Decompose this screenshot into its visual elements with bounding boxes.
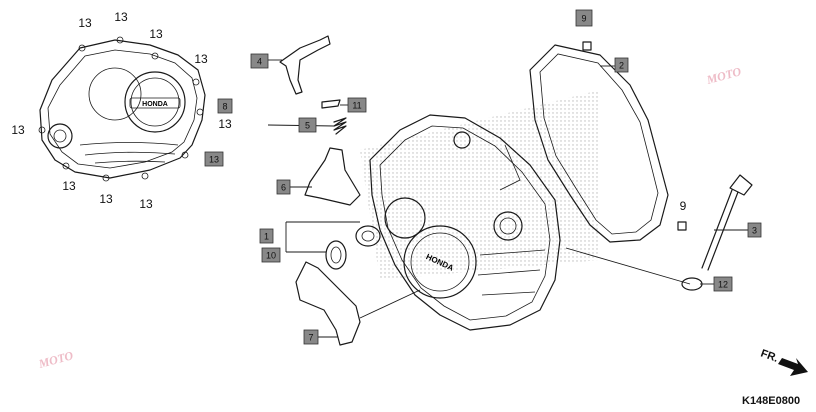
clutch-cover-outer: HONDA — [38, 36, 206, 182]
part-3-dipstick — [701, 174, 753, 271]
part-5-spring — [333, 117, 347, 135]
callout-1-label: 1 — [264, 232, 269, 242]
callout-9-label: 9 — [581, 14, 586, 24]
front-direction-label: FR. — [759, 348, 780, 365]
front-arrow-icon — [778, 358, 808, 376]
callout-11-label: 11 — [352, 101, 361, 111]
callout-1: 1 — [259, 228, 274, 244]
number-13e: 13 — [218, 117, 232, 131]
callout-7-label: 7 — [308, 333, 313, 343]
callout-10: 10 — [261, 247, 281, 263]
number-13f: 13 — [11, 123, 25, 137]
part-12-o-ring — [681, 277, 703, 291]
part-7-guide — [295, 261, 361, 346]
number-13d: 13 — [194, 52, 208, 66]
callout-3: 3 — [747, 222, 762, 238]
number-13i: 13 — [139, 197, 153, 211]
leader-lines — [267, 59, 748, 338]
part-6-bracket — [304, 147, 361, 206]
callout-3-label: 3 — [752, 226, 757, 236]
callout-4: 4 — [250, 53, 269, 69]
front-direction-indicator: FR. — [759, 348, 808, 376]
callout-11: 11 — [347, 97, 367, 113]
watermark-text-top: MOTO — [704, 64, 743, 87]
callout-7: 7 — [303, 329, 319, 345]
callout-13: 13 — [204, 151, 224, 167]
callout-4-label: 4 — [257, 57, 262, 67]
watermark-text-bottom: MOTO — [36, 348, 75, 371]
part-4-arm — [279, 35, 331, 95]
watermark-top-right: MOTO — [704, 64, 743, 87]
callout-12-label: 12 — [718, 280, 728, 290]
callout-9: 9 — [575, 9, 593, 27]
number-13h: 13 — [99, 192, 113, 206]
callout-6: 6 — [276, 179, 291, 195]
number-13c: 13 — [149, 27, 163, 41]
right-crankcase-cover: HONDA — [369, 114, 561, 331]
callout-13-label: 13 — [209, 155, 219, 165]
diagram-code: K148E0800 — [742, 395, 800, 407]
number-13a: 13 — [78, 16, 92, 30]
number-13b: 13 — [114, 10, 128, 24]
callout-12: 12 — [713, 276, 733, 292]
callout-2-label: 2 — [619, 61, 624, 71]
callout-6-label: 6 — [281, 183, 286, 193]
number-9b: 9 — [680, 199, 687, 213]
callout-8-label: 8 — [222, 102, 227, 112]
callout-10-label: 10 — [266, 251, 276, 261]
clutch-cover-brand: HONDA — [142, 101, 168, 108]
callout-8: 8 — [217, 98, 233, 114]
callout-5-label: 5 — [305, 121, 310, 131]
number-13g: 13 — [62, 179, 76, 193]
watermark-bottom-left: MOTO — [36, 348, 75, 371]
callout-2: 2 — [614, 57, 629, 73]
part-9-dowel-a — [582, 41, 592, 51]
part-11-clip — [321, 99, 341, 109]
part-1-seal — [355, 225, 381, 247]
part-10-bearing — [325, 240, 347, 270]
gasket — [529, 44, 669, 243]
callout-5: 5 — [298, 117, 317, 133]
part-9-dowel-b — [677, 221, 687, 231]
